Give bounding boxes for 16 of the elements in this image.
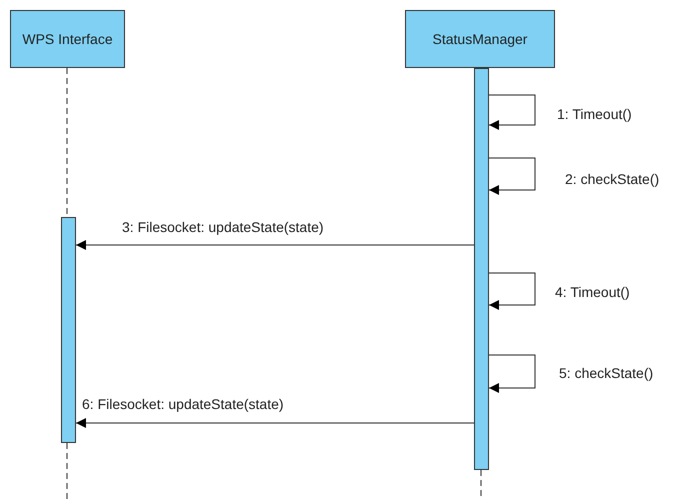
message-arrow: [76, 240, 474, 250]
self-message-arrow: [488, 354, 536, 393]
message-label: 5: checkState(): [557, 365, 656, 381]
message-arrow: [76, 418, 474, 428]
self-message-arrow: [488, 94, 536, 130]
message-label: 2: checkState(): [563, 171, 662, 187]
message-label: 6: Filesocket: updateState(state): [80, 396, 286, 412]
message-label: 1: Timeout(): [555, 106, 634, 122]
activation-bar: [474, 68, 489, 470]
self-message-arrow: [488, 158, 536, 195]
message-label: 4: Timeout(): [553, 284, 632, 300]
self-message-arrow: [488, 272, 536, 310]
lifeline-head: StatusManager: [405, 10, 555, 68]
activation-bar: [61, 217, 76, 443]
lifeline-head: WPS Interface: [10, 10, 125, 68]
message-label: 3: Filesocket: updateState(state): [120, 219, 326, 235]
